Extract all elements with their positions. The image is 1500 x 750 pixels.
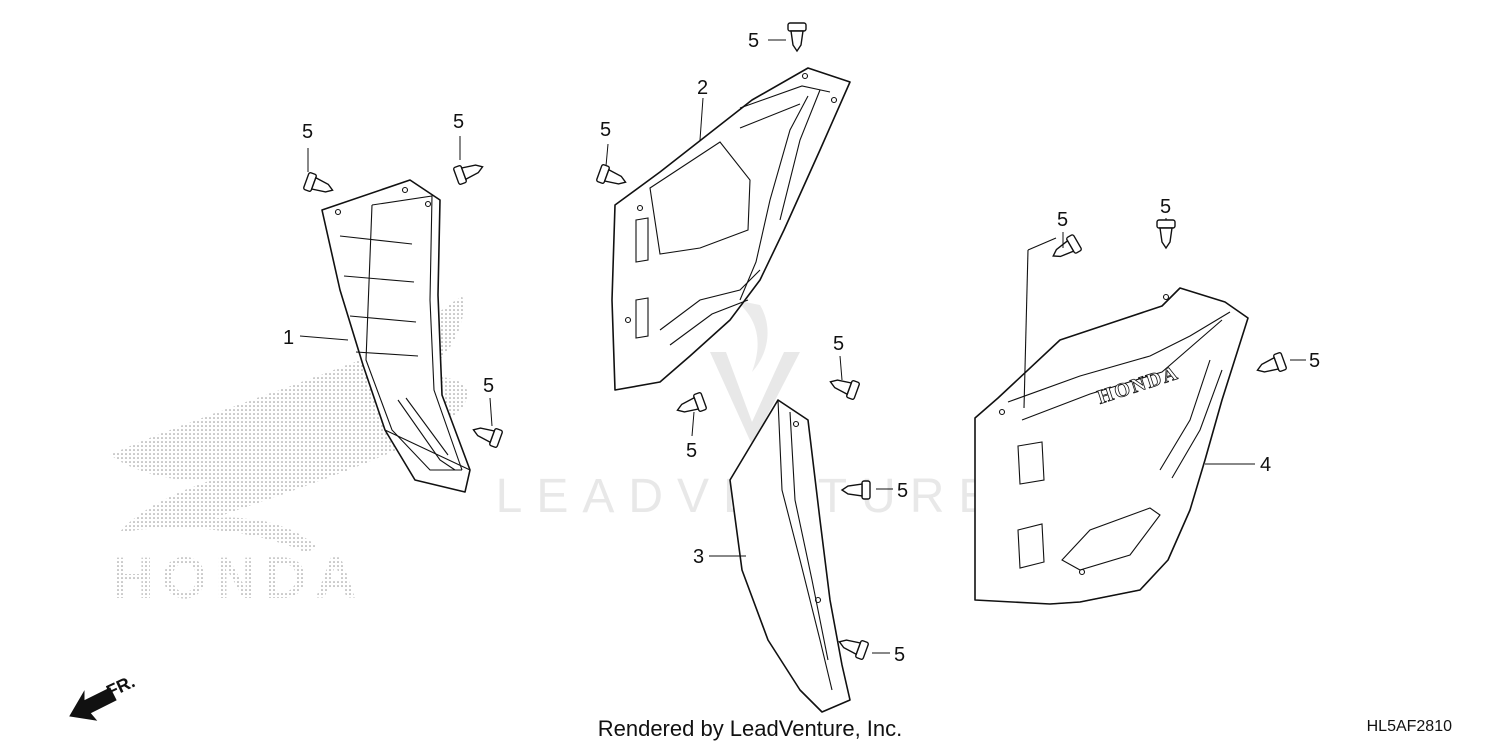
- part-3-panel: [729, 399, 851, 713]
- clip-fastener: [303, 172, 334, 193]
- callout-clip: 5: [600, 119, 611, 141]
- callout-clip: 5: [894, 644, 905, 666]
- clip-fastener: [1052, 234, 1082, 258]
- callout-part-1: 1: [283, 327, 294, 349]
- callout-clip: 5: [1057, 209, 1068, 231]
- callout-clip: 5: [302, 121, 313, 143]
- leader-lines: [299, 39, 1306, 654]
- callout-part-2: 2: [697, 77, 708, 99]
- callout-clip: 5: [897, 480, 908, 502]
- clip-fastener: [472, 427, 503, 448]
- clip-fastener: [829, 379, 860, 400]
- clip-fastener: [1256, 352, 1287, 373]
- render-credit: Rendered by LeadVenture, Inc.: [597, 716, 903, 741]
- callout-part-4: 4: [1260, 454, 1271, 476]
- callout-clip: 5: [686, 440, 697, 462]
- clip-fastener: [596, 164, 627, 185]
- diagram-code: HL5AF2810: [1366, 718, 1452, 735]
- callout-clip: 5: [453, 111, 464, 133]
- front-direction-marker: FR.: [69, 671, 138, 721]
- clip-fastener: [787, 22, 807, 53]
- callouts: 1 2 3 4 5 5 5 5 5 5 5 5 5 5 5 5: [283, 30, 1320, 666]
- part-1-panel: [321, 179, 471, 493]
- honda-logo-text: HONDA: [112, 546, 365, 611]
- callout-part-3: 3: [693, 546, 704, 568]
- callout-clip: 5: [833, 333, 844, 355]
- part-2-panel: [611, 67, 851, 391]
- clip-fastener: [676, 392, 707, 413]
- callout-clip: 5: [483, 375, 494, 397]
- clip-fasteners: [303, 22, 1287, 660]
- clip-fastener: [453, 164, 484, 185]
- callout-clip: 5: [1309, 350, 1320, 372]
- part-4-panel: HONDA: [974, 237, 1249, 605]
- clip-fastener: [840, 480, 871, 500]
- callout-clip: 5: [748, 30, 759, 52]
- callout-clip: 5: [1160, 196, 1171, 218]
- clip-fastener: [838, 639, 869, 660]
- clip-fastener: [1156, 219, 1176, 250]
